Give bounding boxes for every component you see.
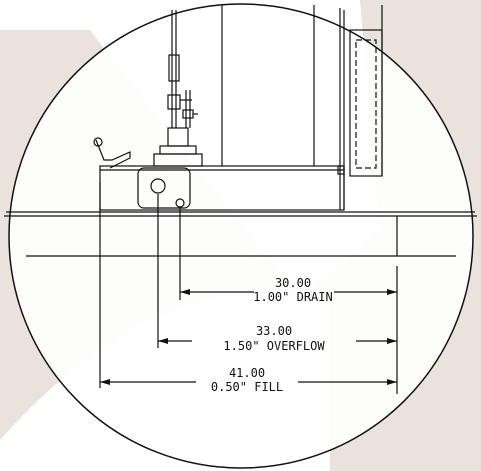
drain-distance: 30.00 xyxy=(275,276,311,290)
dimension-arrows xyxy=(100,289,397,385)
fill-label: 0.50" FILL xyxy=(211,380,283,394)
drain-label: 1.00" DRAIN xyxy=(253,290,332,304)
overflow-label: 1.50" OVERFLOW xyxy=(223,339,325,353)
dimension-drain: 30.00 1.00" DRAIN xyxy=(253,276,332,304)
overflow-distance: 33.00 xyxy=(256,324,292,338)
dimension-overflow: 33.00 1.50" OVERFLOW xyxy=(223,324,325,353)
equipment-elevation xyxy=(4,5,477,257)
detail-circle xyxy=(8,3,474,469)
dimension-lines xyxy=(99,182,398,394)
overflow-port-circle xyxy=(150,178,166,194)
dimension-fill: 41.00 0.50" FILL xyxy=(211,366,283,394)
fill-distance: 41.00 xyxy=(229,366,265,380)
drain-port-circle xyxy=(175,198,185,208)
